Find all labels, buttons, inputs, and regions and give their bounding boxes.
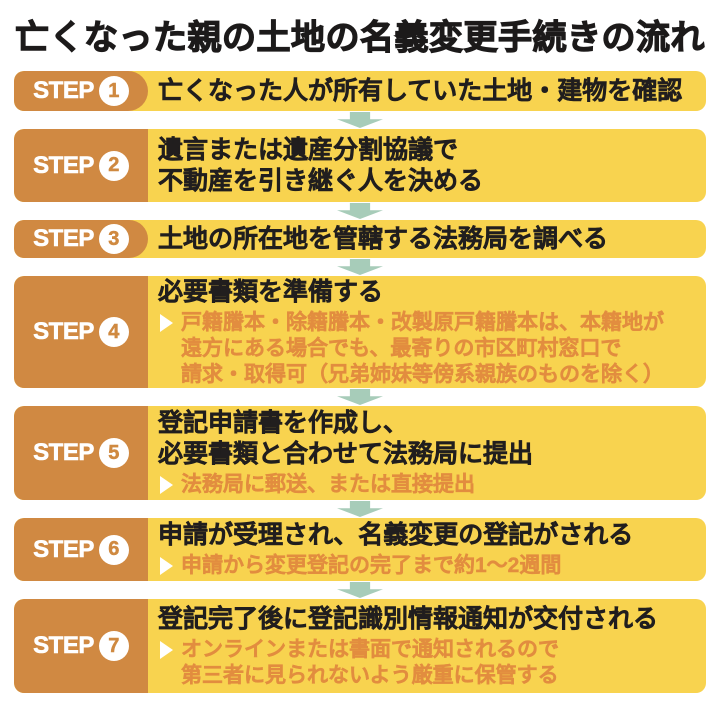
- step-4-badge: STEP 4: [14, 276, 148, 388]
- down-arrow-icon: [337, 259, 383, 275]
- step-number-badge: 3: [98, 224, 129, 254]
- step-heading-line: 必要書類を準備する: [158, 277, 384, 306]
- step-number-badge: 2: [98, 150, 129, 181]
- step-note: オンラインまたは書面で通知されるので 第三者に見られないよう厳重に保管する: [158, 637, 702, 689]
- down-arrow-icon: [337, 501, 383, 517]
- step-label: STEP: [33, 318, 95, 346]
- step-7-badge: STEP 7: [14, 599, 148, 693]
- down-arrow-icon: [337, 389, 383, 405]
- step-4-box: STEP 4 必要書類を準備する 戸籍謄本・除籍謄本・改製原戸籍謄本は、本籍地が…: [14, 276, 706, 388]
- step-heading-line: 申請が受理され、名義変更の登記がされる: [158, 521, 634, 550]
- step-1-badge: STEP 1: [14, 71, 148, 111]
- step-3-box: STEP 3 土地の所在地を管轄する法務局を調べる: [14, 220, 706, 258]
- step-heading: 遺言または遺産分割協議で 不動産を引き継ぐ人を決める: [158, 135, 702, 197]
- note-line: 戸籍謄本・除籍謄本・改製原戸籍謄本は、本籍地が: [181, 310, 664, 334]
- step-heading: 土地の所在地を管轄する法務局を調べる: [158, 224, 702, 255]
- step-heading: 登記完了後に登記識別情報通知が交付される: [158, 604, 702, 635]
- down-arrow-icon: [337, 112, 383, 128]
- step-note: 申請から変更登記の完了まで約1～2週間: [158, 553, 702, 579]
- step-1-box: STEP 1 亡くなった人が所有していた土地・建物を確認: [14, 71, 706, 111]
- step-note: 戸籍謄本・除籍謄本・改製原戸籍謄本は、本籍地が 遠方にある場合でも、最寄りの市区…: [158, 310, 702, 388]
- step-label: STEP: [33, 535, 95, 563]
- note-line: 遠方にある場合でも、最寄りの市区町村窓口で: [181, 336, 622, 360]
- step-label: STEP: [33, 77, 95, 105]
- note-line: 第三者に見られないよう厳重に保管する: [181, 663, 559, 687]
- right-triangle-icon: [160, 640, 173, 659]
- step-label: STEP: [33, 439, 95, 467]
- step-heading-line: 必要書類と合わせて法務局に提出: [158, 440, 534, 469]
- note-line: オンラインまたは書面で通知されるので: [181, 637, 559, 661]
- step-number-badge: 1: [98, 76, 129, 106]
- steps-flow: STEP 1 亡くなった人が所有していた土地・建物を確認 STEP 2 遺言また…: [14, 71, 706, 693]
- step-3-badge: STEP 3: [14, 220, 148, 258]
- step-heading: 登記申請書を作成し、 必要書類と合わせて法務局に提出: [158, 408, 702, 470]
- note-line: 法務局に郵送、または直接提出: [181, 473, 475, 496]
- step-heading-line: 亡くなった人が所有していた土地・建物を確認: [158, 76, 683, 105]
- note-line: 請求・取得可（兄弟姉妹等傍系親族のものを除く）: [181, 362, 664, 386]
- step-number-badge: 4: [98, 317, 129, 347]
- note-line: 申請から変更登記の完了まで約1～2週間: [181, 554, 562, 577]
- step-6-box: STEP 6 申請が受理され、名義変更の登記がされる 申請から変更登記の完了まで…: [14, 518, 706, 581]
- step-heading: 必要書類を準備する: [158, 277, 702, 308]
- step-label: STEP: [33, 632, 95, 660]
- step-heading-line: 不動産を引き継ぐ人を決める: [158, 166, 484, 195]
- page-title: 亡くなった親の土地の名義変更手続きの流れ: [14, 18, 705, 57]
- step-number-badge: 7: [98, 631, 129, 661]
- step-heading-line: 土地の所在地を管轄する法務局を調べる: [158, 224, 609, 253]
- step-5-badge: STEP 5: [14, 406, 148, 500]
- step-heading-line: 登記完了後に登記識別情報通知が交付される: [158, 604, 659, 633]
- step-2-box: STEP 2 遺言または遺産分割協議で 不動産を引き継ぐ人を決める: [14, 129, 706, 202]
- right-triangle-icon: [160, 557, 173, 575]
- down-arrow-icon: [337, 203, 383, 219]
- step-heading-line: 登記申請書を作成し、: [158, 409, 409, 438]
- step-5-box: STEP 5 登記申請書を作成し、 必要書類と合わせて法務局に提出 法務局に郵送…: [14, 406, 706, 500]
- step-7-box: STEP 7 登記完了後に登記識別情報通知が交付される オンラインまたは書面で通…: [14, 599, 706, 693]
- step-heading-line: 遺言または遺産分割協議で: [158, 135, 459, 164]
- step-number-badge: 6: [98, 534, 129, 565]
- step-number-badge: 5: [98, 438, 129, 468]
- step-heading: 亡くなった人が所有していた土地・建物を確認: [158, 76, 702, 107]
- step-label: STEP: [33, 225, 95, 253]
- step-note: 法務局に郵送、または直接提出: [158, 472, 702, 498]
- down-arrow-icon: [337, 582, 383, 598]
- right-triangle-icon: [160, 476, 173, 494]
- right-triangle-icon: [160, 313, 173, 332]
- step-2-badge: STEP 2: [14, 129, 148, 202]
- step-label: STEP: [33, 151, 95, 179]
- step-6-badge: STEP 6: [14, 518, 148, 581]
- step-heading: 申請が受理され、名義変更の登記がされる: [158, 520, 702, 551]
